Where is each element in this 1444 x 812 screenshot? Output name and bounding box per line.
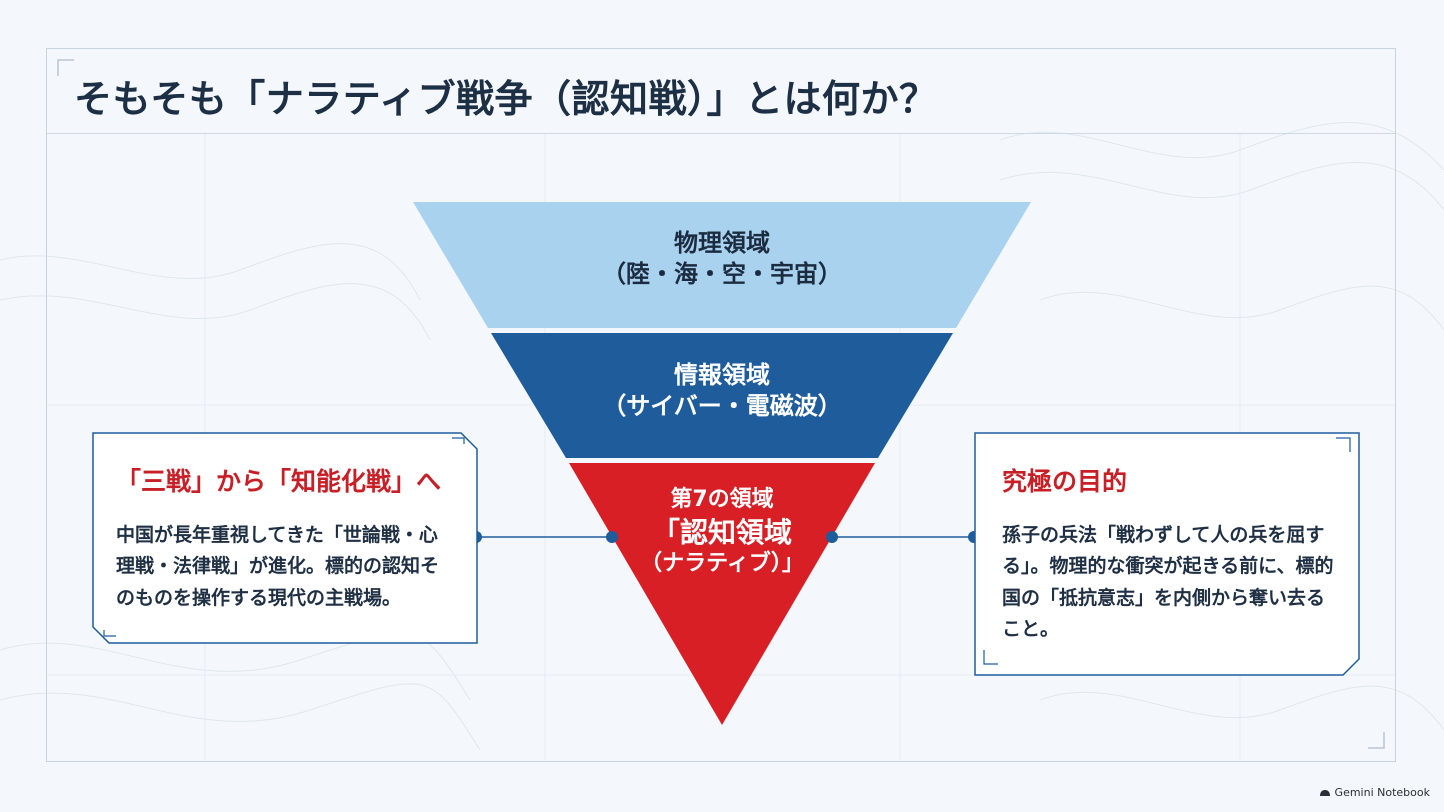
watermark-label: Gemini Notebook: [1334, 786, 1430, 799]
tier-physical-subtitle: （陸・海・空・宇宙）: [602, 260, 842, 289]
left-info-card: 「三戦」から「知能化戦」へ 中国が長年重視してきた「世論戦・心理戦・法律戦」が進…: [92, 432, 478, 644]
left-card-border: [92, 432, 478, 644]
right-card-heading: 究極の目的: [1002, 467, 1128, 496]
right-info-card: 究極の目的 孫子の兵法「戦わずして人の兵を屈する」。物理的な衝突が起きる前に、標…: [974, 432, 1360, 676]
notebook-icon: [1319, 789, 1330, 796]
right-card-border: [974, 432, 1360, 676]
right-card-body: 孫子の兵法「戦わずして人の兵を屈する」。物理的な衝突が起きる前に、標的国の「抵抗…: [1002, 524, 1334, 641]
left-card-heading: 「三戦」から「知能化戦」へ: [116, 467, 442, 496]
left-connector-dot-inner: [606, 531, 618, 543]
left-card-body: 中国が長年重視してきた「世論戦・心理戦・法律戦」が進化。標的の認知そのものを操作…: [116, 524, 440, 609]
funnel-tier-information: [491, 333, 953, 458]
tier-physical-label: 物理領域 （陸・海・空・宇宙）: [572, 228, 872, 290]
funnel-tier-cognitive: [569, 463, 875, 725]
funnel-tier-physical: [413, 202, 1031, 328]
tier-information-title: 情報領域: [674, 361, 770, 389]
tier-cognitive-title: 「認知領域: [651, 515, 792, 549]
page-title: そもそも「ナラティブ戦争（認知戦）」とは何か？: [74, 77, 938, 121]
tier-information-label: 情報領域 （サイバー・電磁波）: [572, 360, 872, 422]
tier-cognitive-label: 第7の領域 「認知領域 （ナラティブ）」: [600, 486, 844, 578]
tier-information-subtitle: （サイバー・電磁波）: [602, 392, 842, 421]
title-divider: [47, 133, 1395, 134]
watermark: Gemini Notebook: [1319, 786, 1430, 799]
tier-cognitive-subtitle: （ナラティブ）」: [640, 550, 804, 576]
tier-cognitive-kicker: 第7の領域: [670, 487, 774, 512]
right-connector-dot-inner: [826, 531, 838, 543]
content-frame: [46, 48, 1396, 762]
tier-physical-title: 物理領域: [674, 229, 770, 257]
